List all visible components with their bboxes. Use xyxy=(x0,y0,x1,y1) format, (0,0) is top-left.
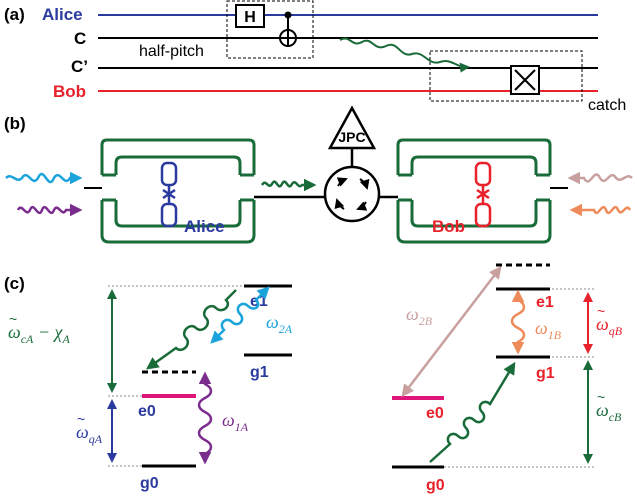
circulator-icon xyxy=(323,165,381,223)
wqa-tilde: ~ xyxy=(77,411,85,427)
omega-2a-label: ω2A xyxy=(266,312,293,336)
label-g1-left: g1 xyxy=(250,364,269,381)
label-g0-left: g0 xyxy=(140,475,159,492)
wca-chi-label: ωcA − χA xyxy=(8,322,70,346)
bob-line-label: Bob xyxy=(53,82,86,101)
hadamard-gate xyxy=(235,4,265,28)
circulator-arrow-2 xyxy=(359,178,370,190)
wqb-tilde: ~ xyxy=(597,303,605,319)
hadamard-label: H xyxy=(244,9,256,26)
bob-cavity-label: Bob xyxy=(432,217,465,236)
green-pulse-wave xyxy=(260,178,317,192)
label-g0-right: g0 xyxy=(426,477,445,494)
cprime-line-label: C’ xyxy=(71,57,88,76)
bob-qubit-icon xyxy=(474,161,492,228)
orange-transition-wave-right xyxy=(510,289,526,355)
swap-cross-2 xyxy=(514,69,536,91)
label-e1-right: e1 xyxy=(536,294,554,311)
half-pitch-label-bg xyxy=(137,41,223,60)
cnot-control-dot xyxy=(284,11,292,19)
alice-cavity-label: Alice xyxy=(184,217,225,236)
panel-c: (c) e1 g1 e0 g0 ωcA − χA ~ xyxy=(4,263,623,494)
bob-cavity xyxy=(396,138,552,244)
circulator-arrow-3 xyxy=(356,201,368,211)
omega-1a-label: ω1A xyxy=(222,410,249,434)
circulator-arrow-4 xyxy=(334,198,345,210)
panel-b: (b) Alice xyxy=(4,105,633,244)
catch-box xyxy=(429,50,583,102)
circulator-arrow-1 xyxy=(336,177,348,187)
c-line-label: C xyxy=(74,29,86,48)
panel-a-tag: (a) xyxy=(4,5,25,24)
purple-transition-wave-left xyxy=(197,371,213,465)
alice-line-label: Alice xyxy=(42,5,83,24)
rose-pulse-wave xyxy=(567,171,633,185)
panel-b-tag: (b) xyxy=(4,114,26,133)
flying-photon-wave xyxy=(339,37,470,73)
alice-cavity xyxy=(100,138,256,244)
panel-a: (a) Alice C C’ Bob H half-pitch catch xyxy=(4,0,626,114)
omega-1b-label: ω1B xyxy=(535,318,562,342)
label-e0-right: e0 xyxy=(426,405,444,422)
wqb-label: ωqB xyxy=(596,314,623,338)
wqa-label: ωqA xyxy=(76,422,103,446)
half-pitch-label: half-pitch xyxy=(139,43,204,60)
wca-tilde: ~ xyxy=(9,311,17,327)
orange-pulse-wave xyxy=(569,203,632,217)
alice-level-diagram: e1 g1 e0 g0 ωcA − χA ~ ωqA ~ ω2A xyxy=(8,284,293,492)
cyan-transition-wave-left xyxy=(210,286,270,344)
rose-transition-arrow-right xyxy=(401,266,502,397)
cyan-pulse-wave xyxy=(5,171,83,185)
bob-level-diagram: e1 g1 e0 g0 ω2B ω1B ωqB ~ xyxy=(392,263,623,494)
catch-label: catch xyxy=(588,97,626,114)
green-transition-wave-right xyxy=(429,361,516,463)
panel-c-tag: (c) xyxy=(4,274,25,293)
purple-pulse-wave xyxy=(16,203,83,217)
alice-qubit-icon xyxy=(160,161,178,228)
wcb-label: ωcB xyxy=(596,400,622,424)
jpc-label: JPC xyxy=(338,129,365,145)
label-e0-left: e0 xyxy=(138,403,156,420)
omega-2b-label: ω2B xyxy=(406,304,433,328)
half-pitch-box xyxy=(226,0,314,59)
wcb-tilde: ~ xyxy=(597,389,605,405)
label-g1-right: g1 xyxy=(536,365,555,382)
